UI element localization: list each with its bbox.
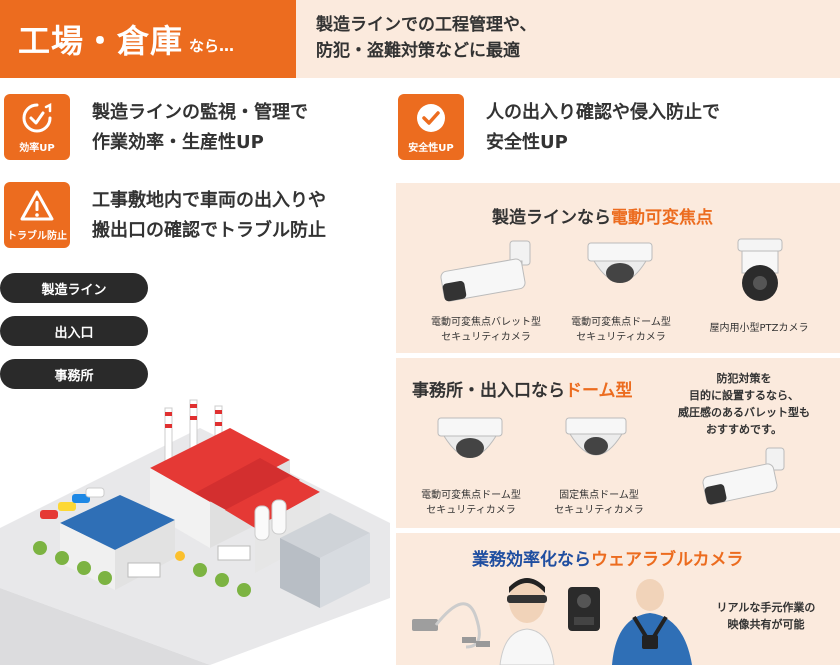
panel1-caption-1-line1: 電動可変焦点バレット型 (431, 317, 541, 328)
panel2-caption-2-line2: セキュリティカメラ (554, 505, 644, 516)
panel1-caption-2-line2: セキュリティカメラ (576, 332, 666, 343)
feature-safety-line2: 安全性UP (486, 132, 568, 153)
pill-entrance[interactable]: 出入口 (0, 316, 148, 346)
panel2-note-line4: おすすめです。 (706, 423, 782, 436)
feature-trouble-text: 工事敷地内で車両の出入りや 搬出口の確認でトラブル防止 (92, 182, 326, 246)
panel2-caption-1-line1: 電動可変焦点ドーム型 (421, 490, 521, 501)
panel2-caption-1-line2: セキュリティカメラ (426, 505, 516, 516)
panel3-note: リアルな手元作業の 映像共有が可能 (696, 599, 836, 633)
panel3-note-line1: リアルな手元作業の (716, 601, 816, 614)
feature-trouble-line2: 搬出口の確認でトラブル防止 (92, 220, 326, 241)
clock-check-icon (22, 102, 52, 132)
ptz-camera-image (737, 238, 783, 301)
bullet-camera-alt-image (702, 447, 785, 505)
badge-efficiency-label: 効率UP (19, 142, 55, 154)
panel2-note-line1: 防犯対策を (716, 372, 772, 385)
badge-trouble-label: トラブル防止 (7, 230, 67, 242)
feature-trouble: トラブル防止 工事敷地内で車両の出入りや 搬出口の確認でトラブル防止 (4, 182, 326, 248)
feature-efficiency-line2: 作業効率・生産性UP (92, 132, 264, 153)
feature-efficiency: 効率UP 製造ラインの監視・管理で 作業効率・生産性UP (4, 94, 308, 160)
badge-efficiency: 効率UP (4, 94, 70, 160)
badge-safety: 安全性UP (398, 94, 464, 160)
panel2-caption-1: 電動可変焦点ドーム型 セキュリティカメラ (396, 488, 546, 518)
header-title-sub: なら… (189, 36, 235, 55)
panel1-title-prefix: 製造ラインなら (492, 208, 611, 228)
header-title-block: 工場・倉庫 なら… (0, 0, 296, 78)
feature-efficiency-line1: 製造ラインの監視・管理で (92, 102, 308, 123)
panel1-title: 製造ラインなら電動可変焦点 (492, 203, 713, 228)
factory-illustration (0, 399, 390, 665)
feature-efficiency-text: 製造ラインの監視・管理で 作業効率・生産性UP (92, 94, 308, 158)
varifocal-dome-camera-image (437, 417, 503, 458)
panel2-title-highlight: ドーム型 (565, 381, 633, 401)
panel2-note: 防犯対策を 目的に設置するなら、 威圧感のあるバレット型も おすすめです。 (654, 370, 834, 438)
panel1-title-highlight: 電動可変焦点 (611, 208, 713, 228)
panel1-caption-3: 屋内用小型PTZカメラ (684, 321, 834, 336)
panel-wearable: 業務効率化ならウェアラブルカメラ リアルな手元作業の 映像共有が可能 (396, 533, 840, 665)
panel1-caption-2: 電動可変焦点ドーム型 セキュリティカメラ (546, 315, 696, 345)
feature-safety-text: 人の出入り確認や侵入防止で 安全性UP (486, 94, 720, 158)
panel2-title-prefix: 事務所・出入口なら (412, 381, 565, 401)
feature-trouble-line1: 工事敷地内で車両の出入りや (92, 190, 326, 211)
dome-camera-image (587, 242, 653, 283)
panel1-caption-2-line1: 電動可変焦点ドーム型 (571, 317, 671, 328)
body-camera-image (568, 587, 600, 631)
panel3-title: 業務効率化ならウェアラブルカメラ (472, 545, 744, 570)
pill-office[interactable]: 事務所 (0, 359, 148, 389)
panel1-caption-3-line1: 屋内用小型PTZカメラ (709, 323, 809, 334)
panel2-caption-2-line1: 固定焦点ドーム型 (559, 490, 639, 501)
fixed-dome-camera-image (565, 417, 627, 456)
panel2-title: 事務所・出入口ならドーム型 (412, 376, 633, 401)
person-smartglasses-image (499, 578, 555, 665)
feature-safety-line1: 人の出入り確認や侵入防止で (486, 102, 720, 123)
panel2-note-line2: 目的に設置するなら、 (689, 389, 799, 402)
bullet-camera-image (440, 240, 531, 302)
panel3-note-line2: 映像共有が可能 (727, 618, 805, 631)
header-desc-line1: 製造ラインでの工程管理や、 (316, 15, 537, 35)
feature-safety: 安全性UP 人の出入り確認や侵入防止で 安全性UP (398, 94, 720, 160)
person-chest-mount-image (612, 579, 692, 665)
pill-production-line[interactable]: 製造ライン (0, 273, 148, 303)
badge-safety-label: 安全性UP (408, 142, 454, 154)
panel-production-line: 製造ラインなら電動可変焦点 電動可変焦点バレット型 セキュリティカメラ 電動可変… (396, 183, 840, 353)
header-description: 製造ラインでの工程管理や、 防犯・盗難対策などに最適 (296, 0, 840, 78)
panel3-title-prefix: 業務効率化なら (472, 550, 591, 570)
panel-office-entrance: 事務所・出入口ならドーム型 防犯対策を 目的に設置するなら、 威圧感のあるバレッ… (396, 358, 840, 528)
warning-icon (20, 190, 54, 220)
panel2-note-line3: 威圧感のあるバレット型も (678, 406, 810, 419)
panel2-caption-2: 固定焦点ドーム型 セキュリティカメラ (524, 488, 674, 518)
panel3-title-highlight: ウェアラブルカメラ (591, 550, 744, 570)
panel1-caption-1-line2: セキュリティカメラ (441, 332, 531, 343)
header-desc-line2: 防犯・盗難対策などに最適 (316, 41, 520, 61)
cable-adapter-image (412, 602, 490, 649)
header-title-main: 工場・倉庫 (18, 22, 184, 60)
badge-trouble: トラブル防止 (4, 182, 70, 248)
panel1-caption-1: 電動可変焦点バレット型 セキュリティカメラ (411, 315, 561, 345)
check-circle-icon (417, 103, 445, 132)
